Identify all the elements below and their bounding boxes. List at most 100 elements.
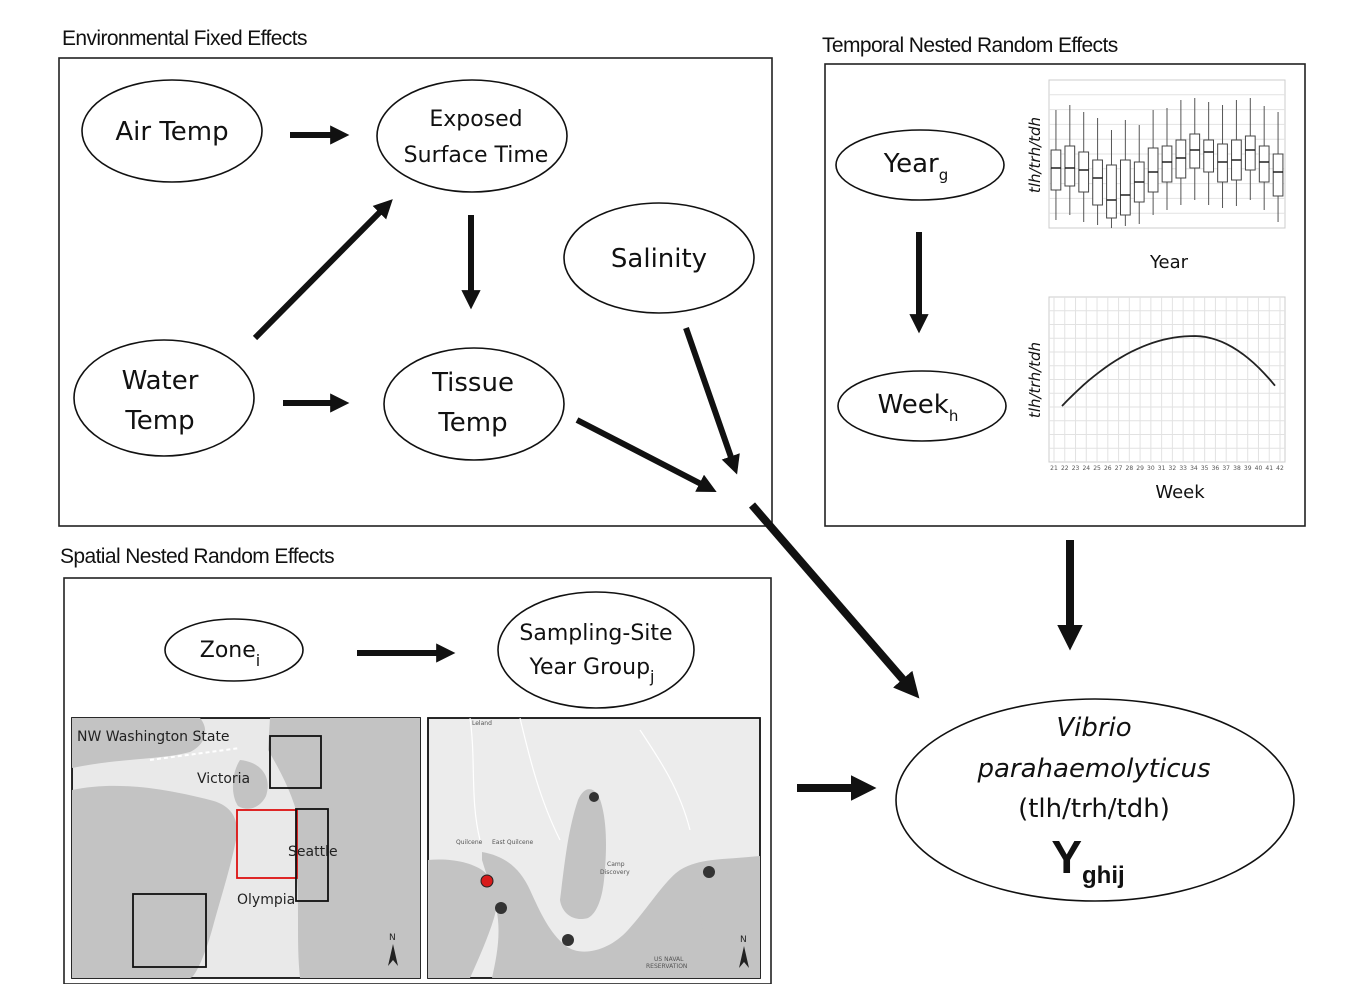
year-box: [1272, 112, 1284, 222]
arrow-water-to-exposed: [252, 199, 393, 341]
olympia-label: Olympia: [237, 892, 295, 908]
exposed-surface-time-node: Exposed Surface Time: [376, 79, 568, 193]
week-tick-label: 33: [1179, 465, 1187, 472]
year-box: [1078, 112, 1090, 222]
week-label: Weekh: [878, 390, 959, 425]
sampling-site-node: Sampling-Site Year Groupj: [497, 591, 695, 709]
week-tick-label: 34: [1190, 465, 1198, 472]
week-tick-label: 23: [1072, 465, 1080, 472]
site-marker-red: [480, 874, 494, 888]
week-tick-label: 21: [1050, 465, 1058, 472]
week-tick-label: 36: [1212, 465, 1220, 472]
year-box: [1203, 102, 1215, 205]
site-marker: [703, 866, 715, 878]
outcome-y-symbol: Yghij: [1051, 831, 1124, 889]
arrow-environment-to-outcome: [748, 502, 920, 699]
year-box: [1231, 100, 1242, 206]
discovery-label: Discovery: [600, 869, 630, 876]
week-tick-label: 31: [1158, 465, 1166, 472]
week-tick-label: 42: [1276, 465, 1284, 472]
year-box: [1092, 118, 1103, 225]
water-temp-node: Water Temp: [73, 339, 255, 457]
week-plot-xlabel: Week: [1155, 482, 1205, 503]
week-tick-label: 25: [1093, 465, 1101, 472]
seattle-label: Seattle: [288, 844, 338, 860]
north-arrow-icon: N: [388, 933, 398, 966]
site-label-line1: Sampling-Site: [519, 621, 672, 646]
year-box: [1050, 110, 1062, 220]
year-box: [1258, 106, 1270, 210]
week-trend-line: [1061, 335, 1276, 407]
week-tick-label: 41: [1265, 465, 1273, 472]
week-tick-label: 37: [1222, 465, 1230, 472]
week-tick-label: 28: [1126, 465, 1134, 472]
week-tick-label: 26: [1104, 465, 1112, 472]
spatial-section-title: Spatial Nested Random Effects: [60, 545, 334, 568]
svg-text:N: N: [740, 935, 747, 945]
year-node: Yearg: [835, 129, 1005, 201]
site-marker: [495, 902, 507, 914]
week-tick-label: 40: [1255, 465, 1263, 472]
year-box: [1133, 125, 1145, 224]
year-plot-ylabel: tlh/trh/tdh: [1026, 117, 1044, 193]
year-box: [1217, 105, 1228, 208]
week-tick-label: 22: [1061, 465, 1069, 472]
quilcene-label: Quilcene: [456, 839, 483, 846]
salinity-label: Salinity: [611, 244, 707, 274]
arrow-tissue-to-outcome: [575, 417, 717, 493]
year-boxplot-boxes: [1050, 98, 1284, 228]
exposed-label-line1: Exposed: [429, 107, 522, 132]
environmental-section-title: Environmental Fixed Effects: [62, 27, 307, 50]
zone-label: Zonei: [200, 638, 260, 670]
tissue-temp-node: Tissue Temp: [383, 347, 565, 461]
zone-node: Zonei: [164, 618, 304, 682]
arrow-salinity-to-outcome: [683, 327, 740, 475]
tissue-label-line1: Tissue: [431, 368, 514, 398]
site-marker: [562, 934, 574, 946]
east-quilcene-label: East Quilcene: [492, 839, 534, 846]
air-temp-node: Air Temp: [81, 79, 263, 183]
north-arrow-icon: N: [739, 935, 749, 968]
week-tick-label: 29: [1136, 465, 1144, 472]
year-box: [1189, 98, 1201, 200]
washington-overview-map: NW Washington State Victoria Seattle Oly…: [71, 717, 421, 979]
week-tick-label: 35: [1201, 465, 1209, 472]
air-temp-label: Air Temp: [115, 117, 228, 147]
left-map-title: NW Washington State: [77, 729, 230, 745]
water-label-line2: Temp: [124, 406, 194, 436]
site-label-line2: Year Groupj: [528, 655, 654, 686]
site-detail-map: Leland Quilcene East Quilcene Camp Disco…: [427, 717, 761, 979]
week-tick-label: 24: [1082, 465, 1090, 472]
outcome-label-line1: Vibrio: [1056, 713, 1131, 743]
salinity-node: Salinity: [563, 202, 755, 314]
naval-label-line2: RESERVATION: [646, 963, 687, 970]
year-box: [1147, 110, 1159, 215]
week-node: Weekh: [837, 370, 1007, 442]
year-plot-xlabel: Year: [1149, 252, 1189, 273]
outcome-label-line3: (tlh/trh/tdh): [1018, 794, 1170, 824]
leland-label: Leland: [472, 720, 492, 727]
victoria-label: Victoria: [197, 771, 250, 787]
camp-label: Camp: [607, 861, 625, 868]
week-tick-label: 32: [1169, 465, 1177, 472]
exposed-label-line2: Surface Time: [404, 143, 549, 168]
week-tick-label: 30: [1147, 465, 1155, 472]
week-tick-label: 27: [1115, 465, 1123, 472]
week-tick-label: 38: [1233, 465, 1241, 472]
year-box: [1106, 130, 1117, 228]
week-tick-label: 39: [1244, 465, 1252, 472]
year-box: [1244, 98, 1256, 200]
outcome-label-line2: parahaemolyticus: [976, 754, 1210, 784]
year-boxplot: tlh/trh/tdh Year: [1026, 79, 1286, 273]
week-plot-ylabel: tlh/trh/tdh: [1026, 342, 1044, 418]
tissue-label-line2: Temp: [437, 408, 507, 438]
naval-label-line1: US NAVAL: [654, 956, 684, 963]
year-box: [1119, 120, 1131, 226]
water-label-line1: Water: [122, 366, 199, 396]
year-label: Yearg: [883, 149, 949, 184]
year-box: [1161, 108, 1173, 210]
year-box: [1064, 105, 1076, 215]
site-marker: [589, 792, 599, 802]
